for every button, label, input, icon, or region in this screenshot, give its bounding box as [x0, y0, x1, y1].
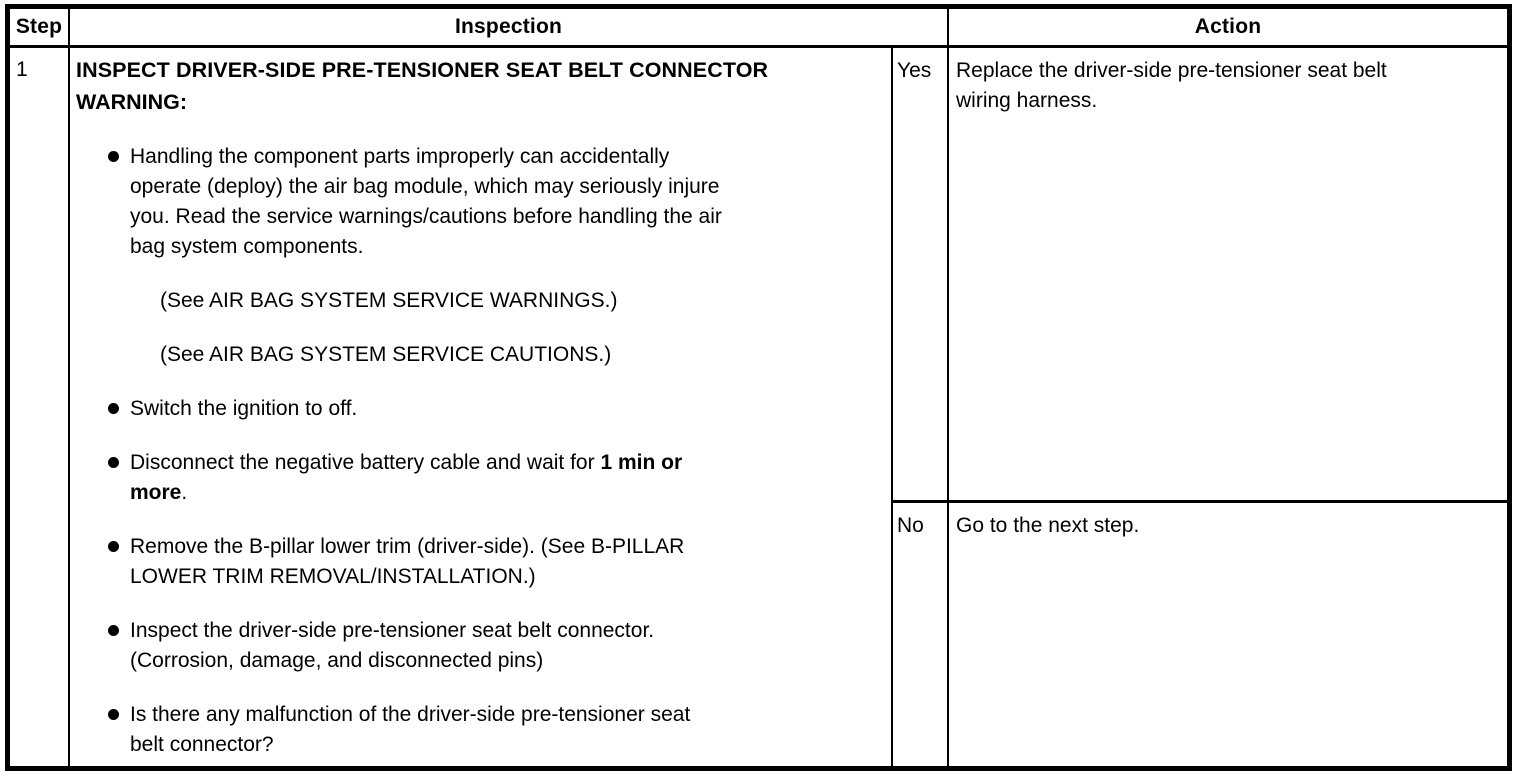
bullet-item-text: Is there any malfunction of the driver-s… [130, 703, 691, 756]
bullet-icon [106, 142, 130, 162]
no-label: No [893, 503, 949, 766]
bullet-icon [106, 394, 130, 414]
no-action-text: Go to the next step. [956, 514, 1140, 537]
warning-label: WARNING: [76, 90, 188, 114]
bullet-item: Disconnect the negative battery cable an… [106, 448, 883, 508]
step-number: 1 [10, 48, 70, 766]
bullet-text-plain: . [181, 481, 188, 504]
bullet-text-plain: Disconnect the negative battery cable an… [130, 451, 601, 474]
bullet-icon [106, 448, 130, 468]
bullet-item-text: Handling the component parts improperly … [130, 145, 722, 258]
bullet-icon [106, 700, 130, 720]
inspection-action-table: Step Inspection Action 1 INSPECT DRIVER-… [5, 4, 1512, 771]
inspection-item-list: Handling the component parts improperly … [76, 142, 883, 760]
yes-label: Yes [893, 48, 949, 503]
bullet-text-bold: 1 min or more [130, 451, 683, 504]
bullet-item-text: Disconnect the negative battery cable an… [130, 448, 682, 508]
header-step: Step [10, 9, 70, 48]
bullet-item: Is there any malfunction of the driver-s… [106, 700, 883, 760]
bullet-item: Switch the ignition to off. [106, 394, 883, 424]
bullet-icon [106, 616, 130, 636]
header-inspection: Inspection [70, 9, 949, 48]
bullet-item: Remove the B-pillar lower trim (driver-s… [106, 532, 883, 592]
inspection-cell: INSPECT DRIVER-SIDE PRE-TENSIONER SEAT B… [70, 48, 893, 766]
see-note: (See AIR BAG SYSTEM SERVICE WARNINGS.) [160, 289, 618, 312]
bullet-icon [106, 532, 130, 552]
yes-action-text: Replace the driver-side pre-tensioner se… [949, 48, 1507, 503]
inspection-title: INSPECT DRIVER-SIDE PRE-TENSIONER SEAT B… [76, 58, 769, 82]
bullet-item-text: Inspect the driver-side pre-tensioner se… [130, 619, 655, 672]
bullet-item-text: Switch the ignition to off. [130, 397, 358, 420]
bullet-item: Inspect the driver-side pre-tensioner se… [106, 616, 883, 676]
header-action: Action [949, 9, 1507, 48]
see-note: (See AIR BAG SYSTEM SERVICE CAUTIONS.) [160, 343, 612, 366]
action-section: Yes Replace the driver-side pre-tensione… [893, 48, 1507, 766]
bullet-item-text: Remove the B-pillar lower trim (driver-s… [130, 535, 685, 588]
bullet-item: Handling the component parts improperly … [106, 142, 883, 262]
